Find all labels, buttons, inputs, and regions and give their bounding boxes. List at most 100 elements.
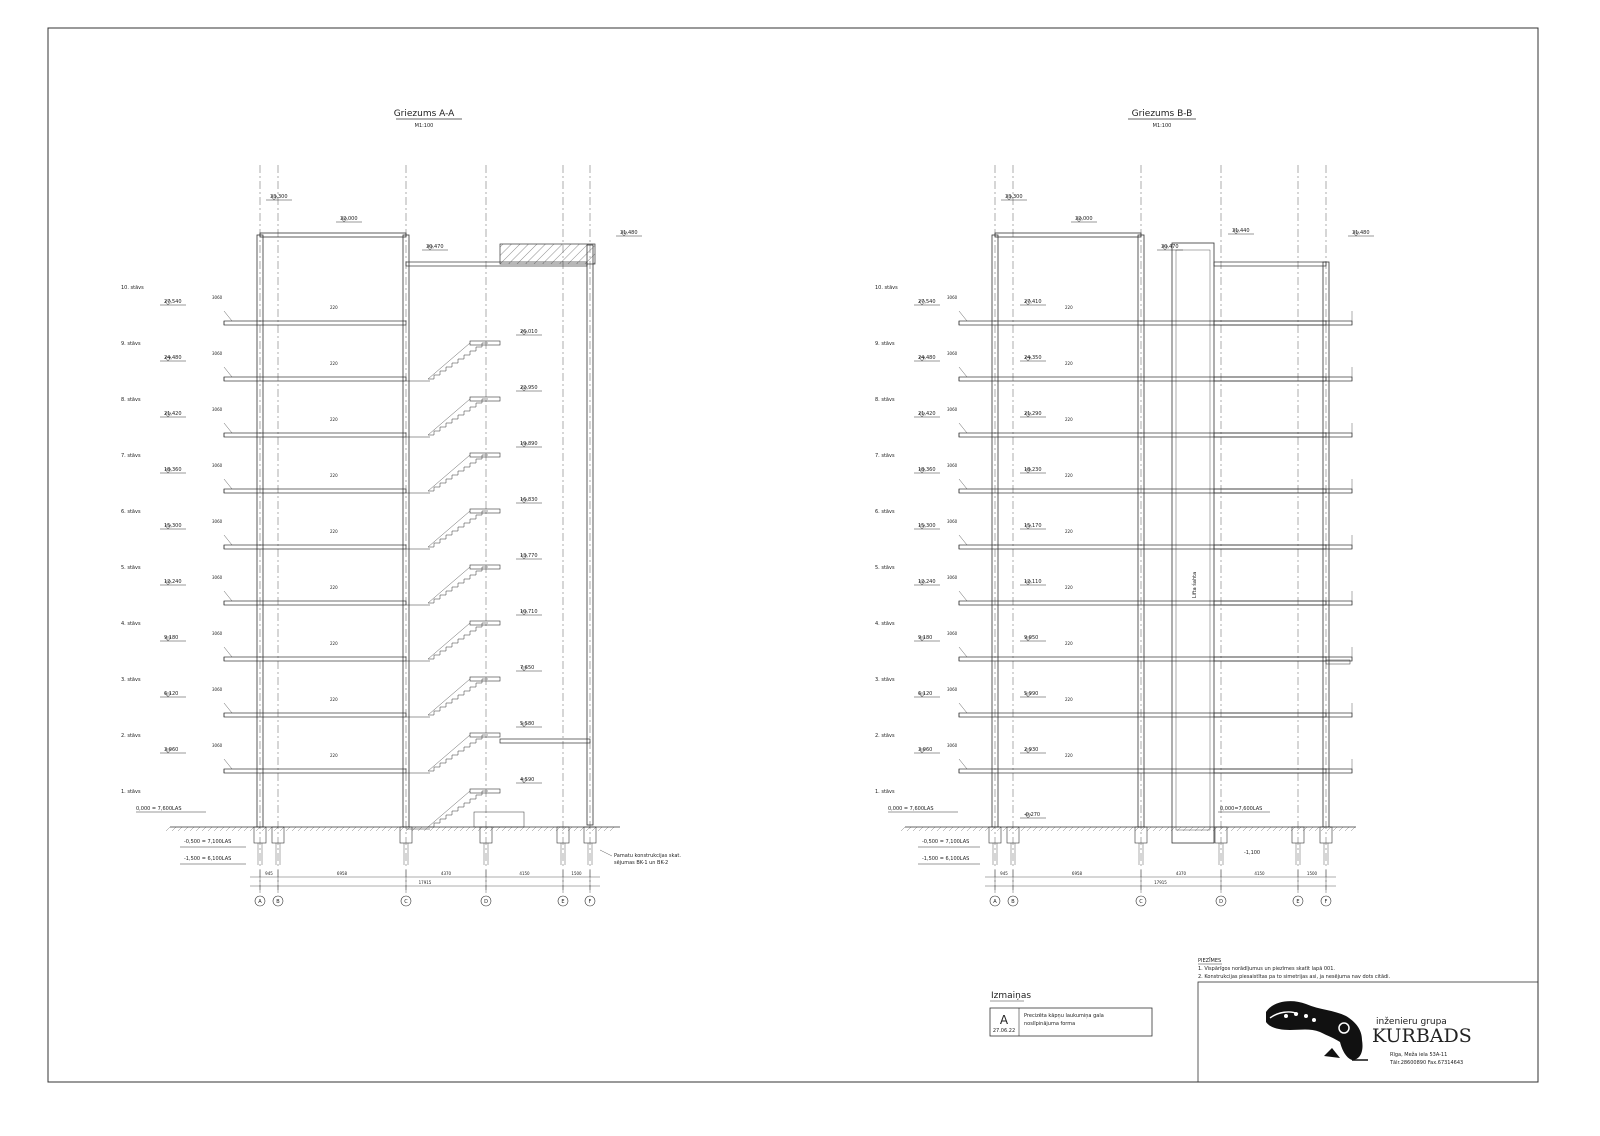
axis-bubble: [557, 895, 569, 907]
stair-flight: [428, 454, 488, 492]
level-triangle: [1232, 229, 1240, 235]
floor-slab: [223, 432, 407, 438]
drawing-line: [525, 826, 531, 832]
level-label: 27,410: [1024, 299, 1042, 305]
floor-label: 9. stāvs: [875, 341, 895, 347]
axis-label: F: [589, 899, 592, 905]
floor-slab: [958, 320, 1353, 326]
stair-flight: [428, 510, 488, 548]
level-label: 15,300: [164, 523, 182, 529]
level-triangle: [1024, 412, 1032, 418]
level-label: 7,650: [520, 665, 534, 671]
level-label: 18,360: [164, 467, 182, 473]
drawing-line: [363, 826, 369, 832]
slab-thickness: 220: [1065, 529, 1073, 534]
level-label: 31,480: [620, 230, 638, 236]
drawing-line: [427, 454, 471, 492]
storey-height: 3060: [947, 519, 958, 524]
floor-label: 10. stāvs: [121, 285, 144, 291]
section-b-title: Griezums B-B: [1132, 109, 1193, 119]
level-triangle: [164, 580, 172, 586]
level-triangle: [918, 692, 926, 698]
dimension-value: 1500: [1307, 871, 1318, 876]
drawing-line: [1236, 826, 1242, 832]
drawing-line: [1194, 826, 1200, 832]
drawing-line: [1044, 826, 1050, 832]
stair-flight: [428, 398, 488, 436]
floor-label: 10. stāvs: [875, 285, 898, 291]
drawing-line: [1218, 826, 1224, 832]
drawing-line: [1122, 826, 1128, 832]
drawing-line: [501, 826, 507, 832]
drawing-line: [1338, 826, 1344, 832]
drawing-line: [960, 826, 966, 832]
drawing-line: [1326, 826, 1332, 832]
floor-label: 3. stāvs: [875, 677, 895, 683]
drawing-line: [339, 826, 345, 832]
drawing-line: [1062, 826, 1068, 832]
level-label: 32,000: [1075, 216, 1093, 222]
level-label: 9,180: [918, 635, 932, 641]
drawing-line: [231, 826, 237, 832]
axis-label: E: [561, 899, 564, 905]
drawing-line: [459, 826, 465, 832]
level-triangle: [1024, 636, 1032, 642]
drawing-line: [333, 826, 339, 832]
slab-thickness: 220: [1065, 697, 1073, 702]
floor-slab: [958, 712, 1353, 718]
foundation: [556, 826, 570, 844]
stair-flight: [428, 342, 488, 380]
drawing-line: [958, 366, 968, 378]
level-triangle: [1024, 356, 1032, 362]
section-b-title-block: Griezums B-B M1:100: [1128, 109, 1196, 129]
drawing-line: [996, 826, 1002, 832]
drawing-line: [537, 826, 543, 832]
dimension-value: 4370: [1176, 871, 1187, 876]
drawing-line: [1188, 826, 1194, 832]
ground-level-label: 0,000 = 7,600LAS: [136, 806, 182, 812]
floor-slab: [958, 656, 1353, 662]
drawing-line: [519, 826, 525, 832]
drawing-line: [1320, 826, 1326, 832]
level-triangle: [520, 610, 528, 616]
level-label: 21,290: [1024, 411, 1042, 417]
drawing-line: [1176, 826, 1182, 832]
dimension-value: 4150: [1254, 871, 1265, 876]
level-label: 15,300: [918, 523, 936, 529]
storey-height: 3060: [212, 295, 223, 300]
level-triangle: [918, 636, 926, 642]
level-label: 27,540: [918, 299, 936, 305]
drawing-line: [958, 534, 968, 546]
drawing-line: [972, 826, 978, 832]
dimension-value: 4370: [441, 871, 452, 876]
axis-bubble: [584, 895, 596, 907]
level-label: 2,930: [1024, 747, 1038, 753]
foundation: [1214, 826, 1228, 844]
level-label: 26,010: [520, 329, 538, 335]
level-label: 19,890: [520, 441, 538, 447]
level-label: 18,230: [1024, 467, 1042, 473]
drawing-line: [531, 826, 537, 832]
drawing-line: [936, 826, 942, 832]
drawing-line: [427, 342, 471, 380]
slab-thickness: 220: [1065, 417, 1073, 422]
drawing-line: [1230, 826, 1236, 832]
level-triangle: [918, 300, 926, 306]
storey-height: 3060: [947, 351, 958, 356]
drawing-line: [177, 826, 183, 832]
drawing-line: [954, 826, 960, 832]
drawing-line: [1110, 826, 1116, 832]
upper-roof-slab: [1213, 261, 1327, 267]
revisions-block: Izmaiņas A 27.06.22 Precizēta kāpņu lauk…: [989, 991, 1153, 1037]
level-label: 24,350: [1024, 355, 1042, 361]
drawing-line: [1200, 826, 1206, 832]
level-label: 6,120: [164, 691, 178, 697]
floor-slab: [223, 544, 407, 550]
level-label: 3,060: [918, 747, 932, 753]
floor-slab: [958, 600, 1353, 606]
drawing-line: [1092, 826, 1098, 832]
company-address: Rīga, Meža iela 53A-11: [1390, 1051, 1447, 1058]
level-label: 33,300: [1005, 194, 1023, 200]
drawing-line: [381, 826, 387, 832]
